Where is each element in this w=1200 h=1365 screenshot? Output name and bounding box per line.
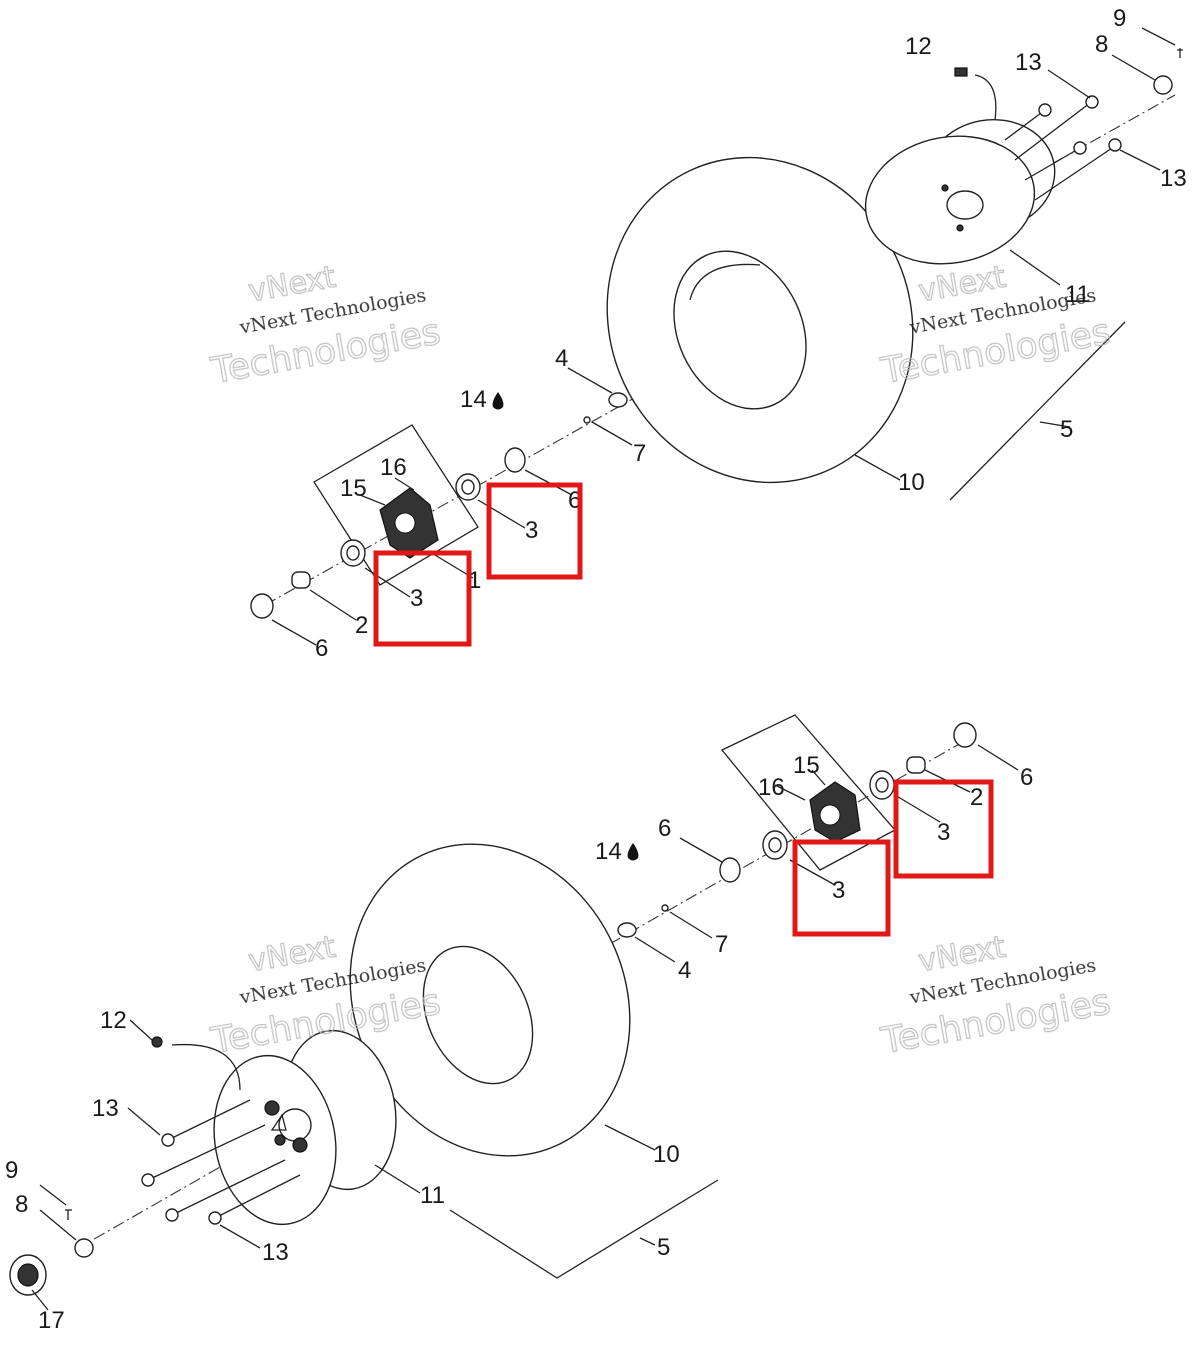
bottom-label-14: 14 [595,838,622,865]
bottom-spacer-6 [719,857,741,883]
top-label-2: 2 [355,612,368,639]
bottom-wheel-studs [9,1036,301,1296]
bottom-rim [213,1029,397,1226]
top-assembly: 9 8 12 13 13 11 5 10 4 14 7 6 3 16 15 1 … [250,5,1187,662]
top-label-3a: 3 [410,585,423,612]
watermark-top-left: vNext vNext Technologies Technologies [207,259,444,393]
top-wheel-studs [954,48,1183,201]
watermark-bottom-right: vNext vNext Technologies Technologies [877,929,1114,1063]
bottom-label-7: 7 [715,931,728,958]
top-label-13b: 13 [1160,165,1187,192]
bottom-label-8: 8 [15,1191,28,1218]
bottom-label-6a: 6 [658,815,671,842]
bottom-spacer-2 [906,756,926,774]
top-seal-6 [250,593,274,619]
bottom-label-3a: 3 [937,819,950,846]
top-label-11: 11 [1065,281,1090,308]
bottom-highlight-bearing-3a [893,779,994,879]
top-leader-lines [271,27,1176,646]
bottom-label-5: 5 [657,1234,670,1261]
top-cotter-pin [1177,48,1183,58]
bottom-label-9: 9 [5,1157,18,1184]
bottom-label-11: 11 [420,1182,445,1209]
top-lug-nut [1038,103,1052,117]
bottom-grease-drop-icon [627,843,639,861]
bottom-cotter-pin [65,1209,72,1220]
bottom-ring-7 [661,904,669,912]
top-label-6a: 6 [315,635,328,662]
top-grease-drop-icon [492,392,504,410]
bottom-label-12: 12 [100,1007,127,1034]
bottom-leader-lines [31,744,1019,1311]
top-axle-nut [1153,75,1173,95]
bottom-hub-frame [720,714,897,871]
bottom-hub-cap [9,1254,47,1296]
bottom-label-3b: 3 [832,877,845,904]
bottom-lug-nut [141,1173,155,1187]
bottom-label-2: 2 [970,784,983,811]
bottom-label-6b: 6 [1020,764,1033,791]
top-label-4: 4 [555,345,568,372]
top-label-16: 16 [380,454,407,481]
bottom-lug-nut [165,1208,179,1222]
top-lug-nut [1085,95,1099,109]
bottom-label-16: 16 [758,774,785,801]
bottom-label-4: 4 [678,957,691,984]
top-rim [864,118,1056,265]
bottom-axle-nut [74,1238,94,1258]
top-label-5: 5 [1060,416,1073,443]
top-valve-stem [954,67,968,77]
top-hub [379,487,439,559]
bottom-label-13a: 13 [92,1095,119,1122]
bottom-lug-nut [161,1133,175,1147]
top-valve-arrow [974,74,997,121]
top-label-12: 12 [905,33,932,60]
top-label-9: 9 [1113,5,1126,32]
bottom-seal-6 [953,722,977,748]
top-highlight-bearing-3b [486,482,583,580]
top-spacer-6 [504,447,526,473]
bottom-valve-stem [151,1036,163,1048]
top-label-3b: 3 [525,517,538,544]
bottom-tire [349,843,631,1157]
bottom-label-15: 15 [793,752,820,779]
bottom-highlight-bearing-3b [792,839,891,937]
top-washer-4 [608,392,628,408]
top-lug-nut [1108,138,1122,152]
top-label-15: 15 [340,475,367,502]
top-label-14: 14 [460,386,487,413]
top-label-10: 10 [898,469,925,496]
top-label-13a: 13 [1015,49,1042,76]
bottom-label-17: 17 [38,1307,65,1334]
top-spacer-2 [291,571,311,589]
top-label-8: 8 [1095,31,1108,58]
bottom-hub [809,781,861,843]
bottom-assembly: 6 2 3 15 16 3 6 14 7 4 10 11 5 12 13 13 … [5,714,1033,1334]
top-highlight-bearing-3a [373,550,472,647]
bottom-washer-4 [617,922,637,938]
bottom-lug-nut [208,1211,222,1225]
bottom-label-10: 10 [653,1141,680,1168]
top-tire [606,156,914,484]
bottom-label-13b: 13 [262,1239,289,1266]
top-ring-7 [583,416,591,424]
bottom-valve-arrow [171,1043,241,1091]
top-label-7: 7 [633,440,646,467]
top-lug-nut [1073,141,1087,155]
